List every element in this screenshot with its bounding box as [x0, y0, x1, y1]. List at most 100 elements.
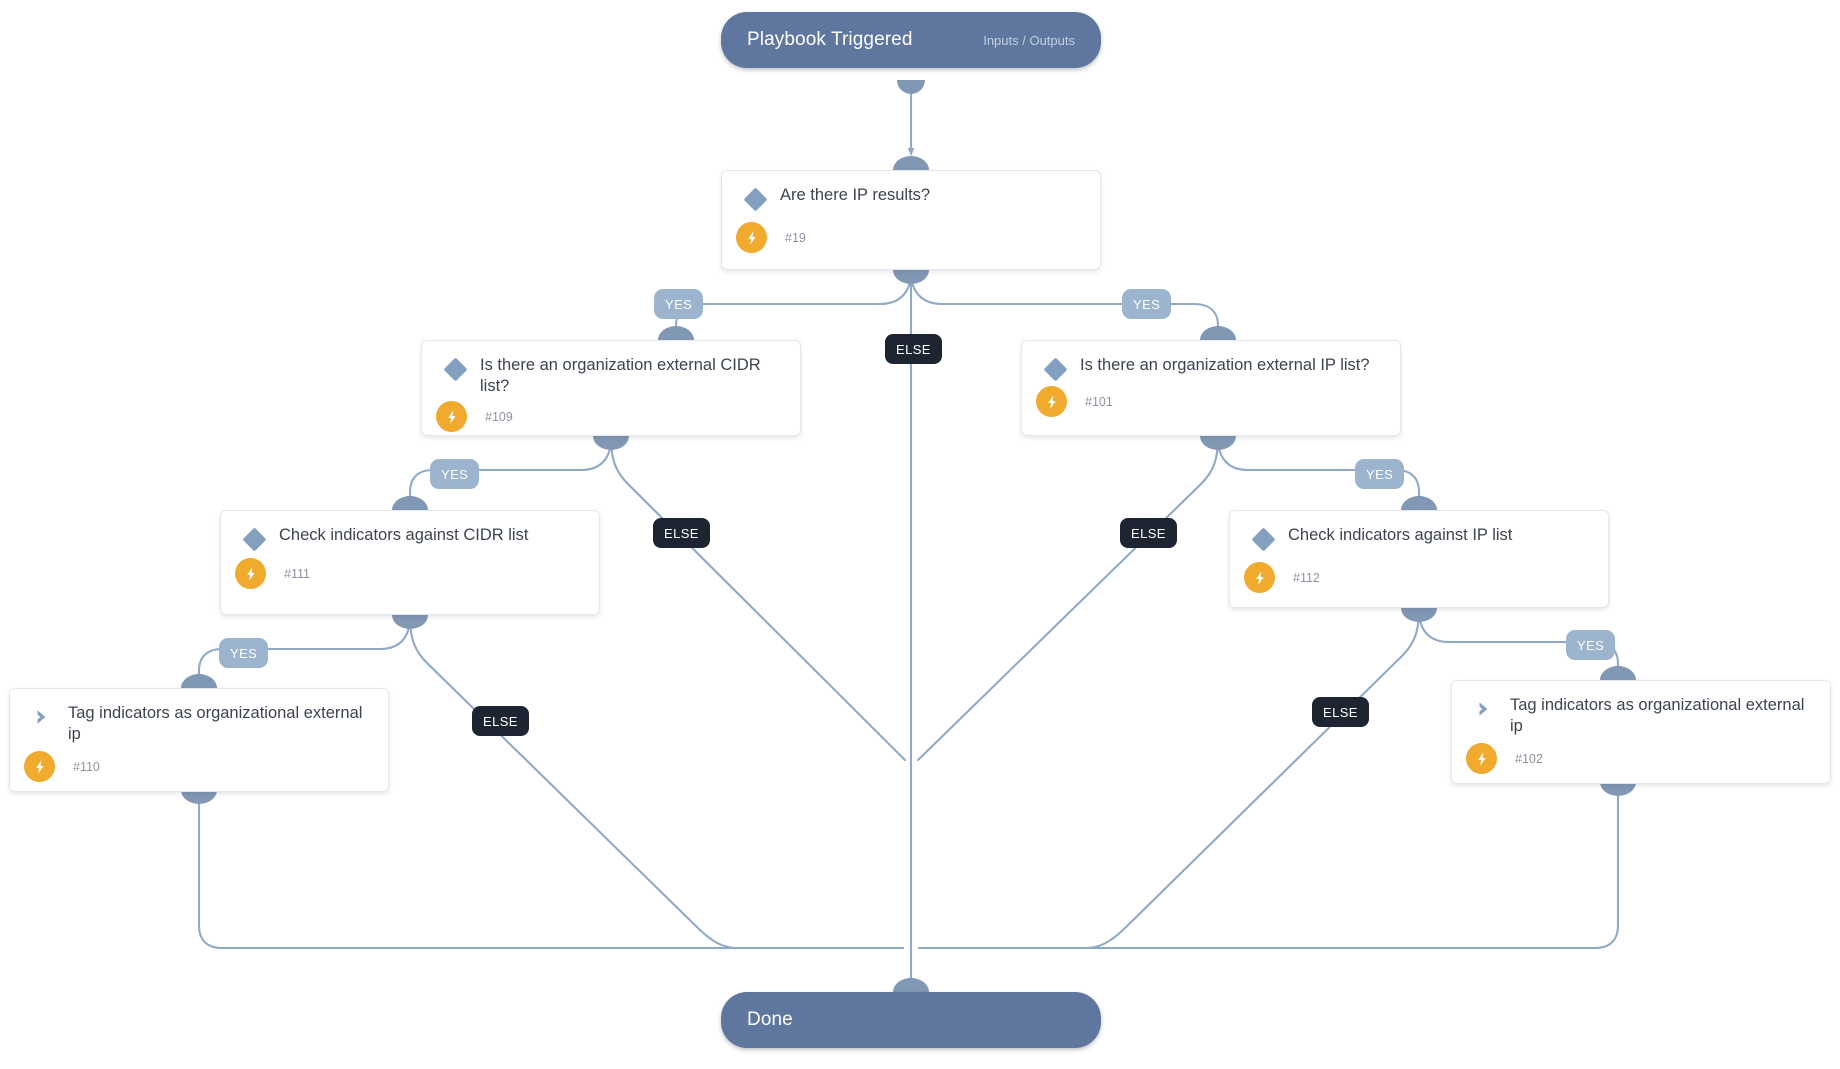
- node-is-there-org-external-ip-list[interactable]: Is there an organization external IP lis…: [1021, 340, 1401, 436]
- done-title: Done: [747, 1009, 793, 1030]
- condition-diamond-icon: [1038, 356, 1072, 382]
- card-header: Is there an organization external IP lis…: [1038, 355, 1382, 382]
- node-tag-indicators-external-ip-102[interactable]: Tag indicators as organizational externa…: [1451, 680, 1831, 784]
- branch-label-text: YES: [1577, 637, 1605, 653]
- automation-bolt-icon: [1036, 386, 1067, 417]
- branch-label-text: YES: [441, 466, 469, 482]
- port-out-102: [1600, 782, 1636, 796]
- edge-111-else: [408, 615, 905, 950]
- card-footer: #112: [1244, 562, 1590, 593]
- port-out-19: [893, 270, 929, 284]
- node-check-indicators-against-ip-list[interactable]: Check indicators against IP list #112: [1229, 510, 1609, 608]
- branch-label-yes-19-left[interactable]: YES: [654, 289, 704, 319]
- card-footer: #19: [736, 222, 1082, 253]
- edge-19-yes-left: [672, 270, 913, 336]
- card-title: Check indicators against CIDR list: [279, 526, 529, 544]
- card-title: Are there IP results?: [780, 186, 931, 204]
- port-in-101: [1200, 326, 1236, 340]
- port-in-102: [1600, 666, 1636, 680]
- card-footer: #109: [436, 401, 782, 432]
- card-id: #102: [1515, 751, 1543, 766]
- branch-label-text: YES: [665, 296, 693, 312]
- branch-label-else-101[interactable]: ELSE: [1120, 518, 1177, 548]
- card-title: Check indicators against IP list: [1288, 526, 1513, 544]
- card-title: Is there an organization external CIDR l…: [480, 356, 761, 395]
- automation-bolt-icon: [1466, 743, 1497, 774]
- branch-label-yes-112[interactable]: YES: [1566, 630, 1616, 660]
- card-footer: #110: [24, 751, 370, 782]
- node-done[interactable]: Done: [721, 992, 1101, 1048]
- port-out-110: [181, 790, 217, 804]
- card-header: Are there IP results?: [738, 185, 1082, 212]
- card-title: Is there an organization external IP lis…: [1080, 356, 1370, 374]
- edge-102-to-done: [917, 782, 1620, 950]
- card-header: Tag indicators as organizational externa…: [1468, 695, 1812, 737]
- branch-label-text: ELSE: [1131, 525, 1166, 541]
- task-chevron-icon: [26, 704, 60, 730]
- branch-label-text: YES: [230, 645, 258, 661]
- port-out-109: [593, 436, 629, 450]
- card-footer: #101: [1036, 386, 1382, 417]
- edge-101-else: [916, 436, 1220, 762]
- branch-label-yes-109[interactable]: YES: [430, 459, 480, 489]
- automation-bolt-icon: [235, 558, 266, 589]
- branch-label-yes-19-right[interactable]: YES: [1122, 289, 1172, 319]
- port-out-111: [392, 615, 428, 629]
- edge-19-yes-right: [909, 270, 1222, 336]
- task-chevron-icon: [1468, 696, 1502, 722]
- automation-bolt-icon: [436, 401, 467, 432]
- card-id: #111: [284, 566, 310, 581]
- card-id: #101: [1085, 394, 1113, 409]
- node-tag-indicators-external-ip-110[interactable]: Tag indicators as organizational externa…: [9, 688, 389, 792]
- port-out-112: [1401, 608, 1437, 622]
- branch-label-text: YES: [1133, 296, 1161, 312]
- playbook-triggered-title: Playbook Triggered: [747, 29, 913, 50]
- card-header: Is there an organization external CIDR l…: [438, 355, 782, 397]
- automation-bolt-icon: [1244, 562, 1275, 593]
- port-out-101: [1200, 436, 1236, 450]
- inputs-outputs-link[interactable]: Inputs / Outputs: [983, 32, 1075, 48]
- card-header: Check indicators against IP list: [1246, 525, 1590, 552]
- condition-diamond-icon: [438, 356, 472, 382]
- card-title: Tag indicators as organizational externa…: [68, 704, 363, 743]
- port-in-done: [893, 978, 929, 992]
- branch-label-text: ELSE: [664, 525, 699, 541]
- node-is-there-org-external-cidr-list[interactable]: Is there an organization external CIDR l…: [421, 340, 801, 436]
- card-header: Tag indicators as organizational externa…: [26, 703, 370, 745]
- card-title: Tag indicators as organizational externa…: [1510, 696, 1805, 735]
- edge-110-to-done: [197, 790, 905, 950]
- condition-diamond-icon: [738, 186, 772, 212]
- card-header: Check indicators against CIDR list: [237, 525, 581, 552]
- card-id: #110: [73, 759, 100, 774]
- port-out-start: [897, 80, 925, 94]
- automation-bolt-icon: [24, 751, 55, 782]
- card-id: #19: [785, 230, 806, 245]
- condition-diamond-icon: [237, 526, 271, 552]
- branch-label-else-19[interactable]: ELSE: [885, 334, 942, 364]
- port-in-110: [181, 674, 217, 688]
- card-footer: #102: [1466, 743, 1812, 774]
- branch-label-else-111[interactable]: ELSE: [472, 706, 529, 736]
- branch-label-yes-111[interactable]: YES: [219, 638, 269, 668]
- branch-label-text: ELSE: [896, 341, 931, 357]
- branch-label-else-112[interactable]: ELSE: [1312, 697, 1369, 727]
- branch-label-else-109[interactable]: ELSE: [653, 518, 710, 548]
- edge-112-else: [917, 608, 1421, 950]
- branch-label-text: YES: [1366, 466, 1394, 482]
- card-id: #109: [485, 409, 513, 424]
- edge-109-else: [609, 436, 907, 762]
- node-are-there-ip-results[interactable]: Are there IP results? #19: [721, 170, 1101, 270]
- branch-label-yes-101[interactable]: YES: [1355, 459, 1405, 489]
- node-check-indicators-against-cidr-list[interactable]: Check indicators against CIDR list #111: [220, 510, 600, 615]
- branch-label-text: ELSE: [483, 713, 518, 729]
- automation-bolt-icon: [736, 222, 767, 253]
- card-footer: #111: [235, 558, 581, 589]
- port-in-109: [658, 326, 694, 340]
- port-in-112: [1401, 496, 1437, 510]
- port-in-111: [392, 496, 428, 510]
- branch-label-text: ELSE: [1323, 704, 1358, 720]
- condition-diamond-icon: [1246, 526, 1280, 552]
- node-playbook-triggered[interactable]: Playbook Triggered Inputs / Outputs: [721, 12, 1101, 68]
- card-id: #112: [1293, 570, 1320, 585]
